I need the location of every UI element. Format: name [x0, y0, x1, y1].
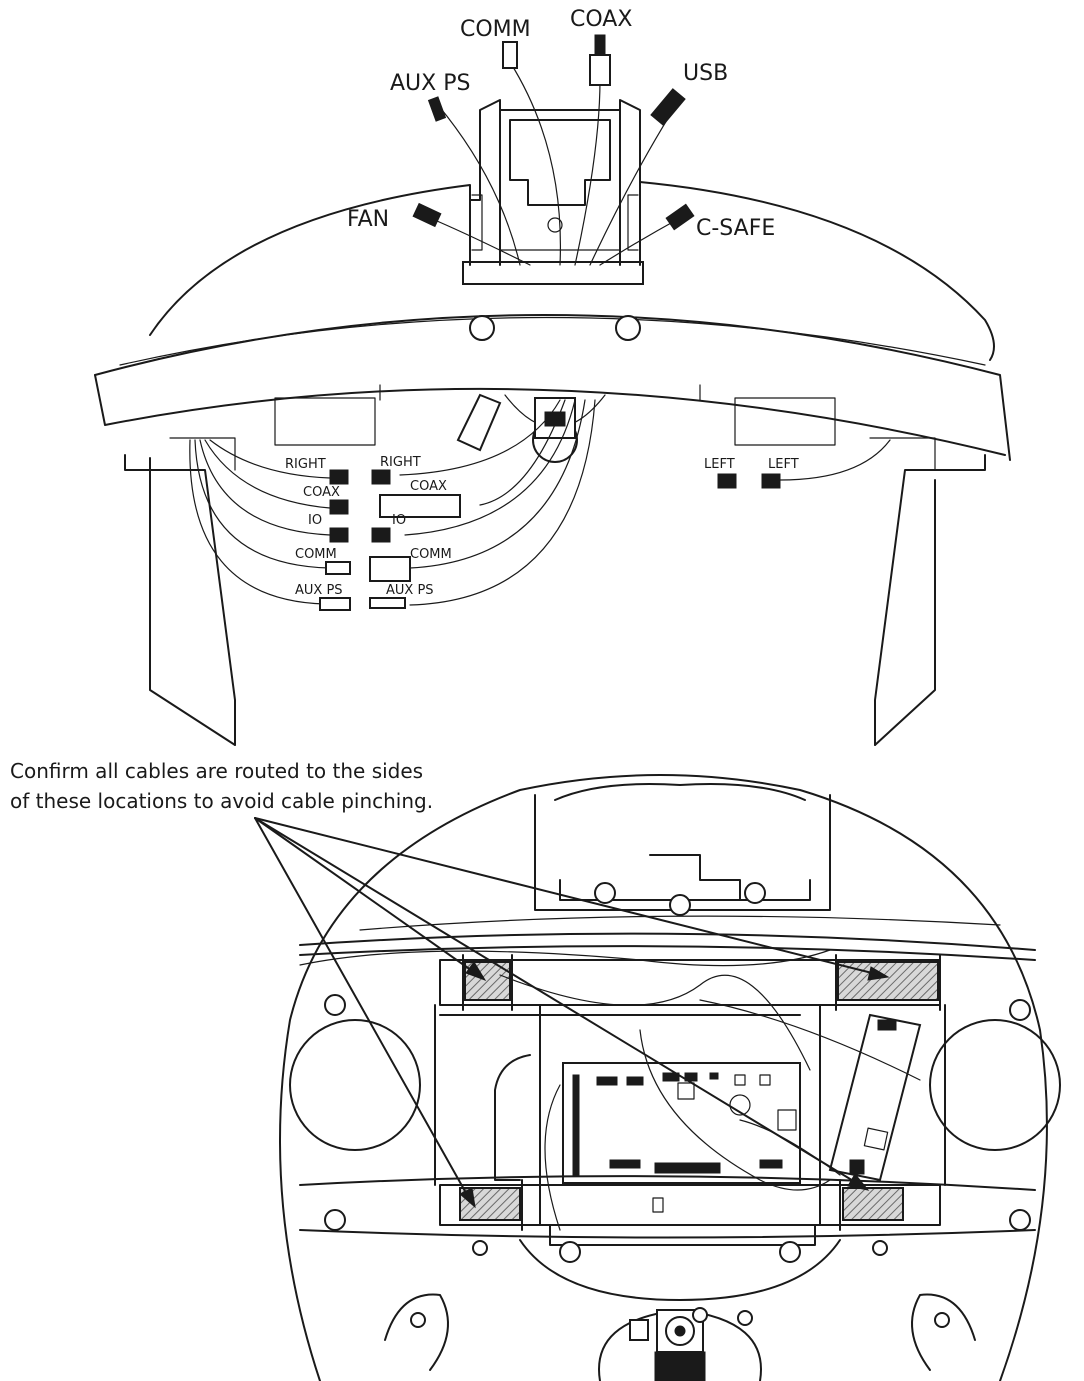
label-usb-top: USB	[683, 61, 728, 86]
pointer-arrows	[254, 817, 890, 1209]
connector-aux-ps-top	[427, 96, 447, 122]
label-io-left: IO	[308, 513, 322, 528]
connector-auxps-right	[369, 597, 406, 609]
label-comm-top: COMM	[460, 17, 531, 42]
side-panel-right	[874, 454, 986, 746]
connector-comm-left	[325, 561, 351, 575]
connector-left-b	[761, 473, 781, 489]
label-comm-right: COMM	[410, 547, 452, 562]
connector-io-right	[371, 527, 391, 543]
label-csafe-top: C-SAFE	[696, 216, 775, 241]
label-auxps-right: AUX PS	[386, 583, 434, 598]
connector-coax-right	[379, 494, 461, 518]
label-right-right: RIGHT	[380, 455, 421, 470]
label-auxps-left: AUX PS	[295, 583, 343, 598]
connector-right-left	[329, 469, 349, 485]
connector-coax-left	[329, 499, 349, 515]
console-top-view: COMM COAX AUX PS USB FAN C-SAFE RIGHT RI…	[94, 7, 1011, 746]
label-io-right: IO	[392, 513, 406, 528]
label-left-b: LEFT	[768, 457, 799, 472]
note-line-1: Confirm all cables are routed to the sid…	[10, 759, 423, 783]
control-board	[562, 1062, 801, 1184]
center-bracket	[462, 99, 644, 285]
mount-hole-left	[469, 315, 495, 341]
main-shroud-outer	[94, 314, 1011, 461]
console-underside-view	[279, 774, 1061, 1381]
label-right-left: RIGHT	[285, 457, 326, 472]
side-board	[828, 1013, 922, 1182]
upper-shroud	[149, 181, 995, 361]
label-comm-left: COMM	[295, 547, 337, 562]
side-pod-left	[289, 1019, 421, 1151]
mount-hole-right	[615, 315, 641, 341]
connector-fan-top	[412, 202, 442, 228]
connector-auxps-left	[319, 597, 351, 611]
side-panel-left	[124, 454, 236, 746]
connector-coax-top	[589, 34, 611, 86]
note-line-2: of these locations to avoid cable pinchi…	[10, 789, 433, 813]
top-bracket	[534, 794, 831, 911]
outer-shell	[279, 774, 1048, 1381]
connector-usb-top	[650, 88, 686, 126]
connector-io-left	[329, 527, 349, 543]
connector-left-a	[717, 473, 737, 489]
label-coax-right: COAX	[410, 479, 447, 494]
label-left-a: LEFT	[704, 457, 735, 472]
pinch-pad-bottom-right	[842, 1187, 904, 1221]
connector-csafe-top	[665, 203, 695, 231]
label-aux-ps-top: AUX PS	[390, 71, 470, 96]
label-coax-left: COAX	[303, 485, 340, 500]
connector-right-right	[371, 469, 391, 485]
label-fan-top: FAN	[347, 207, 389, 232]
label-coax-top: COAX	[570, 7, 632, 32]
side-pod-right	[929, 1019, 1061, 1151]
connector-comm-top	[502, 41, 518, 69]
main-shroud-front	[94, 374, 1006, 456]
connector-comm-right	[369, 556, 411, 582]
